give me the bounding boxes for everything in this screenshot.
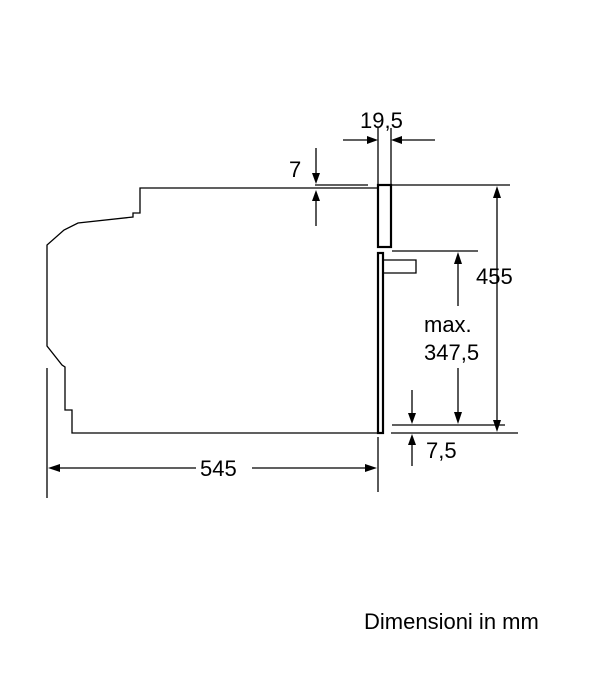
depth-label: 545 <box>200 456 237 481</box>
height-label: 455 <box>476 264 513 289</box>
bottom-gap-lower-arrowhead <box>408 434 416 445</box>
cavity-height-label-line2: 347,5 <box>424 340 479 365</box>
door-thickness-label: 19,5 <box>360 108 403 133</box>
bottom-gap-upper-arrowhead <box>408 413 416 424</box>
top-gap-label: 7 <box>289 157 301 182</box>
door-upper-panel <box>376 183 393 249</box>
depth-left-arrowhead <box>48 464 60 472</box>
units-caption: Dimensioni in mm <box>364 609 539 634</box>
door-lower-panel <box>376 251 385 435</box>
depth-right-arrowhead <box>365 464 377 472</box>
height-bottom-arrowhead <box>493 420 501 432</box>
oven-body-outline <box>46 187 378 434</box>
door-dim-left-arrowhead <box>367 136 378 144</box>
top-gap-lower-arrowhead <box>312 190 320 201</box>
door-handle <box>383 259 417 274</box>
top-gap-upper-arrowhead <box>312 173 320 184</box>
cavity-top-arrowhead <box>454 252 462 264</box>
height-top-arrowhead <box>493 186 501 198</box>
door-dim-right-arrowhead <box>391 136 402 144</box>
cavity-height-label-line1: max. <box>424 312 472 337</box>
cavity-bottom-arrowhead <box>454 412 462 424</box>
bottom-gap-label: 7,5 <box>426 438 457 463</box>
